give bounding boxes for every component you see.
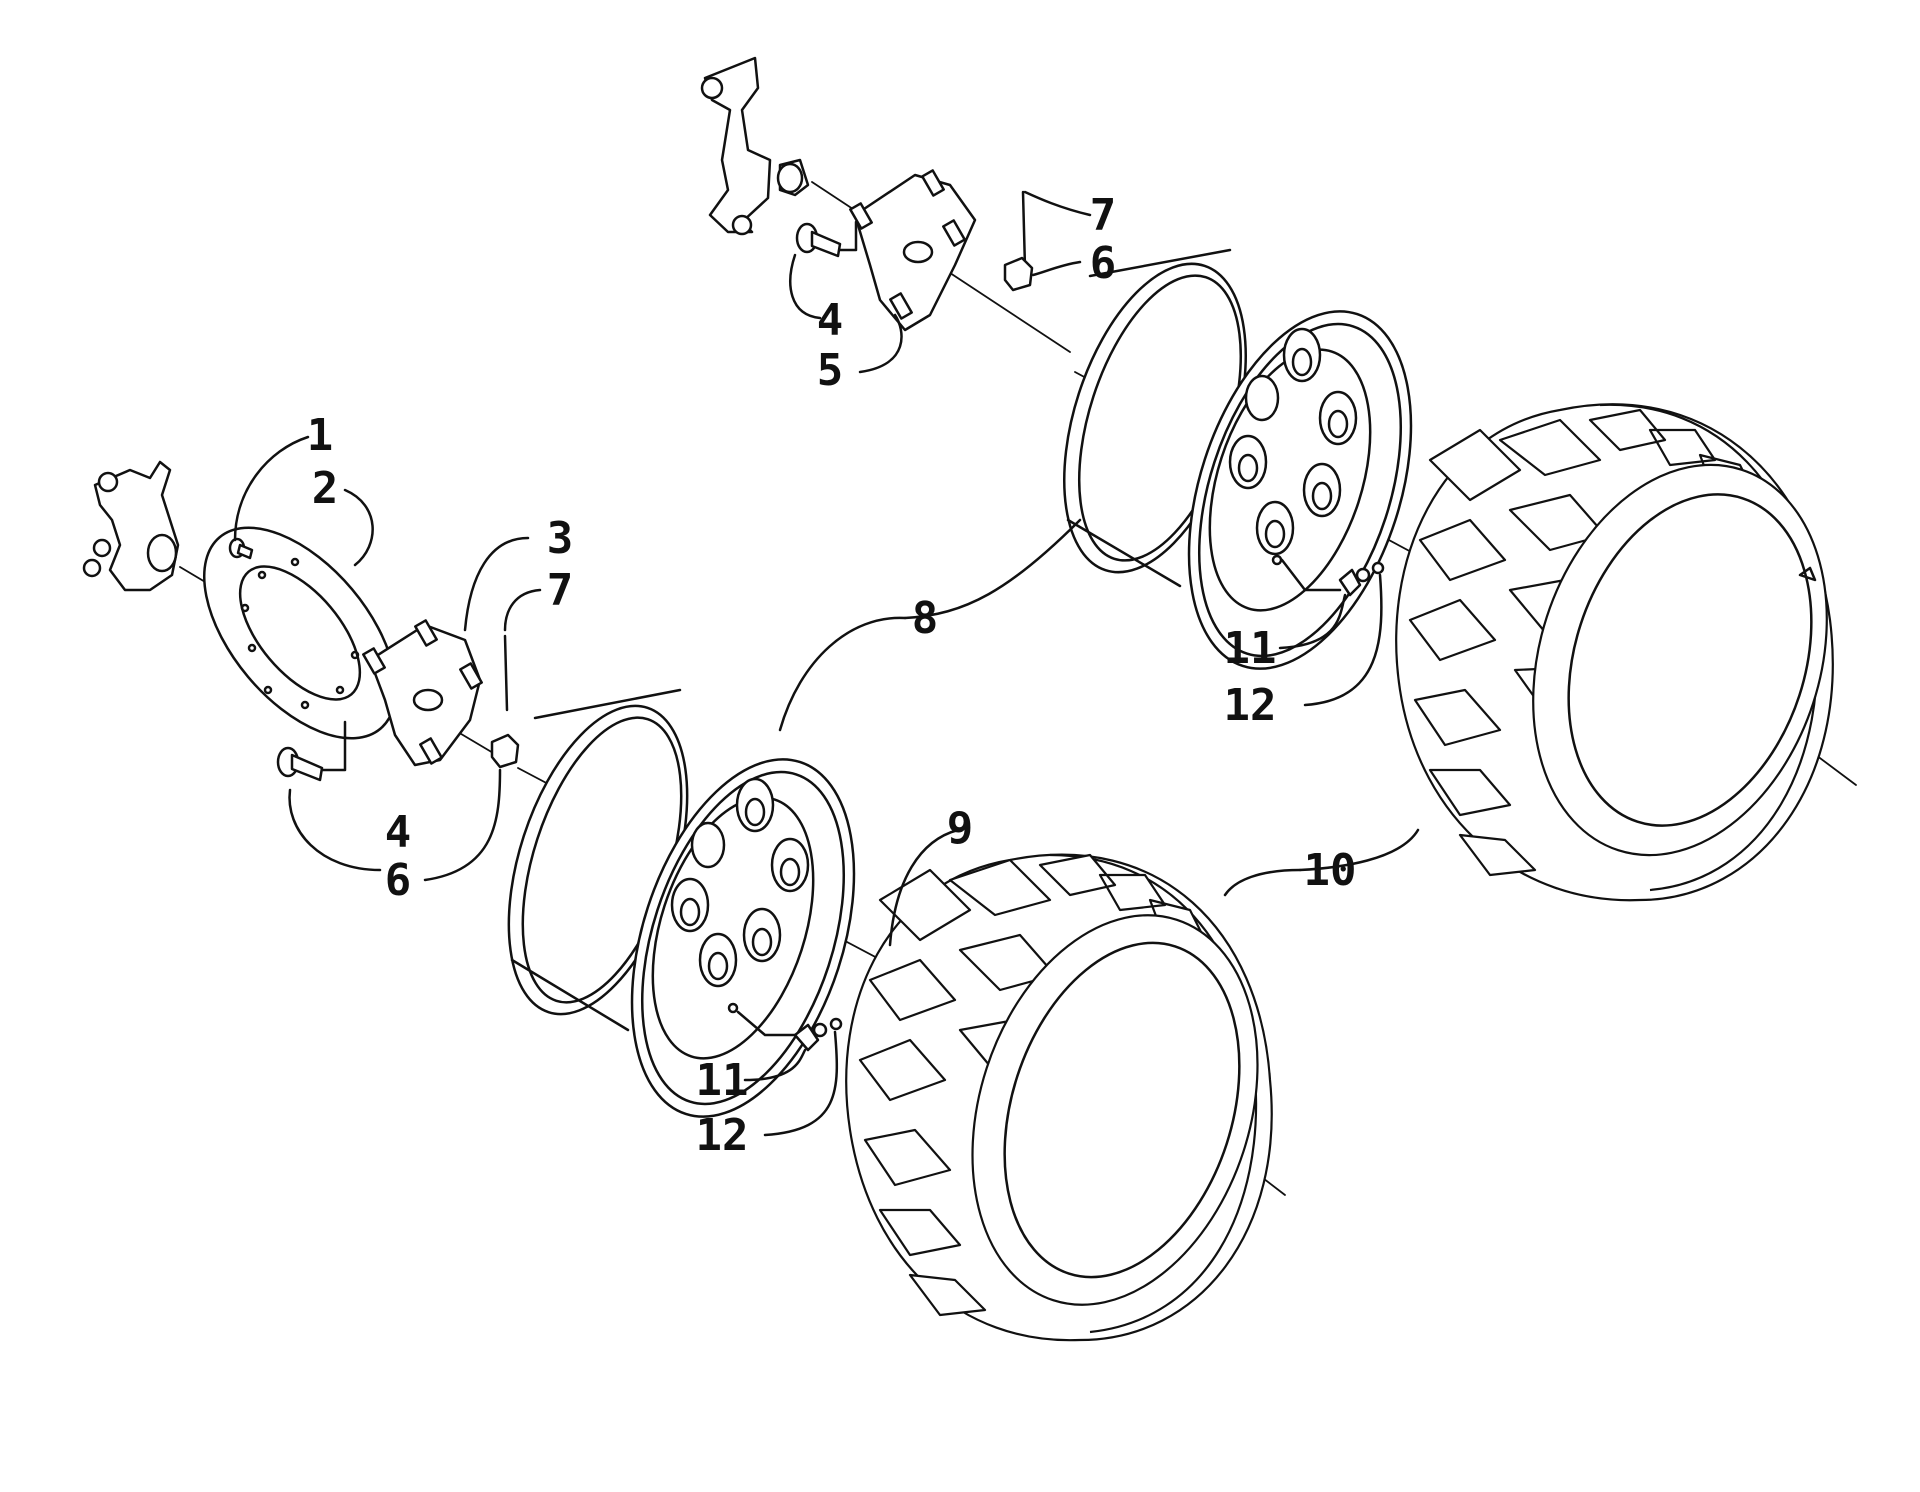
lower-brake-disc (202, 526, 398, 740)
upper-tire (1395, 403, 1834, 902)
lower-hub-nut (490, 733, 520, 769)
lower-disc-bolt (228, 537, 254, 560)
callout-3: 3 (547, 513, 574, 564)
callout-11-lower: 11 (696, 1055, 749, 1106)
lower-wheel-rim (507, 688, 856, 1118)
callout-12-upper: 12 (1224, 680, 1277, 731)
callout-7-lower: 7 (547, 565, 574, 616)
callout-4-upper: 4 (817, 295, 844, 346)
lower-wheel-hub (362, 619, 483, 767)
lower-cotter-pin (503, 634, 509, 712)
callout-1: 1 (307, 410, 334, 461)
lower-stud-bolt (276, 746, 324, 782)
upper-stud-bolt (795, 222, 842, 258)
callout-12-lower: 12 (696, 1110, 749, 1161)
callout-11-upper: 11 (1224, 623, 1277, 674)
callout-6-upper: 6 (1090, 238, 1117, 289)
callout-2: 2 (312, 463, 339, 514)
upper-hub-nut (1003, 256, 1034, 292)
leader-lines (233, 190, 1420, 1137)
upper-wheel-hub (849, 169, 977, 332)
lower-steering-knuckle (82, 460, 180, 592)
callout-8: 8 (912, 593, 939, 644)
lower-tire (845, 853, 1273, 1342)
callout-10: 10 (1304, 845, 1357, 896)
callout-7-upper: 7 (1090, 190, 1117, 241)
upper-valve-stem (1338, 561, 1385, 597)
upper-cotter-pin (1021, 190, 1027, 270)
callout-5: 5 (817, 345, 844, 396)
lower-valve-stem (793, 1017, 843, 1052)
callout-4-lower: 4 (385, 807, 412, 858)
upper-steering-knuckle (700, 56, 810, 236)
callout-6-lower: 6 (385, 855, 412, 906)
callout-9: 9 (947, 803, 974, 854)
